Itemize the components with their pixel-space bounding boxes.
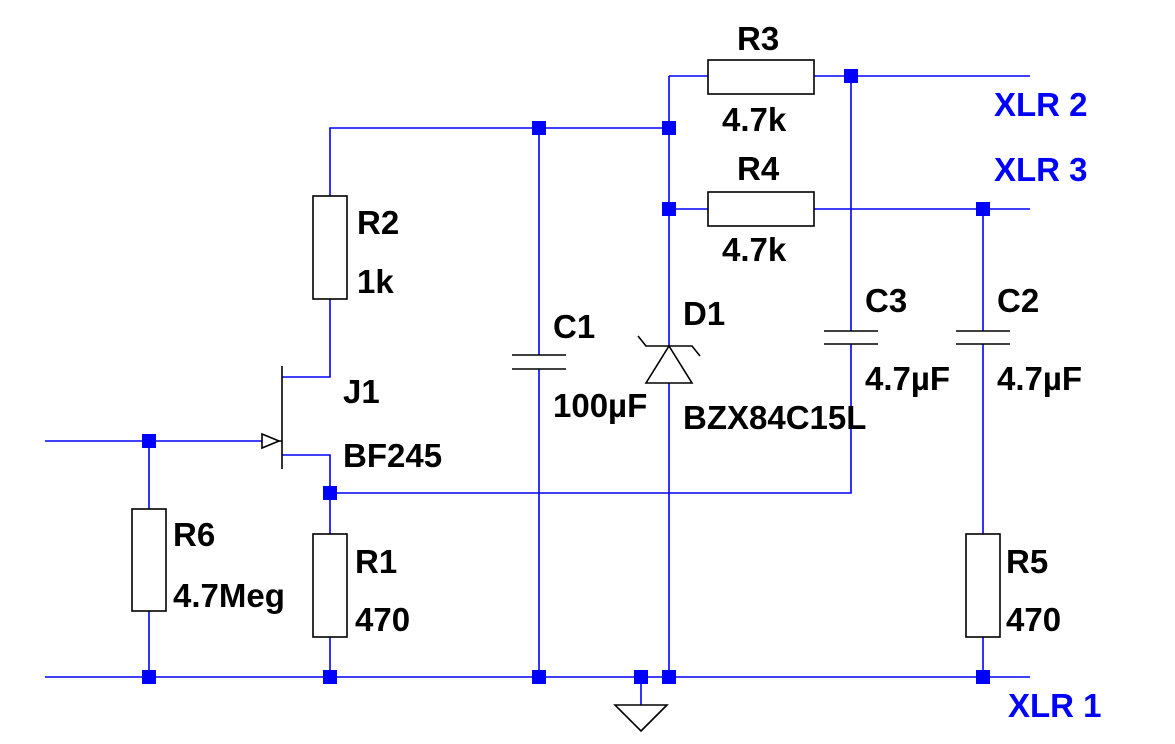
capacitor-c1-symbol[interactable] <box>512 354 566 370</box>
r3-ref-label: R3 <box>737 20 779 57</box>
junction-dot <box>323 670 337 684</box>
resistor-r2-symbol[interactable] <box>312 195 348 300</box>
jfet-j1-symbol[interactable] <box>261 366 283 469</box>
r3-value-label: 4.7k <box>722 101 787 138</box>
resistor-r5-symbol[interactable] <box>965 533 1001 638</box>
resistor-r3-symbol[interactable] <box>707 59 815 95</box>
zener-diode-d1-symbol[interactable] <box>637 335 701 384</box>
wire-supply-top <box>329 127 669 196</box>
wire-source-to-c3 <box>330 344 852 494</box>
junction-dot <box>976 202 990 216</box>
junction-dot <box>532 121 546 135</box>
d1-value-label: BZX84C15L <box>683 399 866 436</box>
junction-dot <box>634 670 648 684</box>
r5-ref-label: R5 <box>1006 543 1048 580</box>
junctions <box>142 69 990 684</box>
junction-dot <box>532 670 546 684</box>
resistor-r4-symbol[interactable] <box>707 191 815 227</box>
resistor-r6-symbol[interactable] <box>131 508 167 612</box>
c2-ref-label: C2 <box>997 282 1039 319</box>
net-label-xlr2: XLR 2 <box>994 86 1088 123</box>
capacitor-c3-symbol[interactable] <box>824 330 878 345</box>
r1-value-label: 470 <box>355 601 410 638</box>
j1-value-label: BF245 <box>343 437 442 474</box>
r4-value-label: 4.7k <box>722 231 787 268</box>
r4-ref-label: R4 <box>737 150 780 187</box>
c1-ref-label: C1 <box>553 308 595 345</box>
capacitor-c2-symbol[interactable] <box>956 330 1010 345</box>
r1-ref-label: R1 <box>355 543 397 580</box>
c1-value-label: 100µF <box>553 387 647 424</box>
net-label-xlr1: XLR 1 <box>1008 687 1102 724</box>
r5-value-label: 470 <box>1006 601 1061 638</box>
ground-icon <box>613 704 669 733</box>
junction-dot <box>142 670 156 684</box>
resistor-r1-symbol[interactable] <box>312 533 348 638</box>
wire-source <box>282 454 331 534</box>
c2-value-label: 4.7µF <box>997 360 1082 397</box>
wire-drain <box>282 299 331 378</box>
junction-dot <box>844 69 858 83</box>
junction-dot <box>662 670 676 684</box>
junction-dot <box>142 434 156 448</box>
junction-dot <box>662 202 676 216</box>
r6-value-label: 4.7Meg <box>173 577 285 614</box>
j1-ref-label: J1 <box>343 373 380 410</box>
d1-ref-label: D1 <box>683 295 725 332</box>
junction-dot <box>662 121 676 135</box>
net-label-xlr3: XLR 3 <box>994 151 1088 188</box>
c3-ref-label: C3 <box>865 282 907 319</box>
c3-value-label: 4.7µF <box>865 360 950 397</box>
r2-value-label: 1k <box>357 263 394 300</box>
junction-dot <box>323 486 337 500</box>
r2-ref-label: R2 <box>357 204 399 241</box>
r6-ref-label: R6 <box>173 516 215 553</box>
junction-dot <box>976 670 990 684</box>
